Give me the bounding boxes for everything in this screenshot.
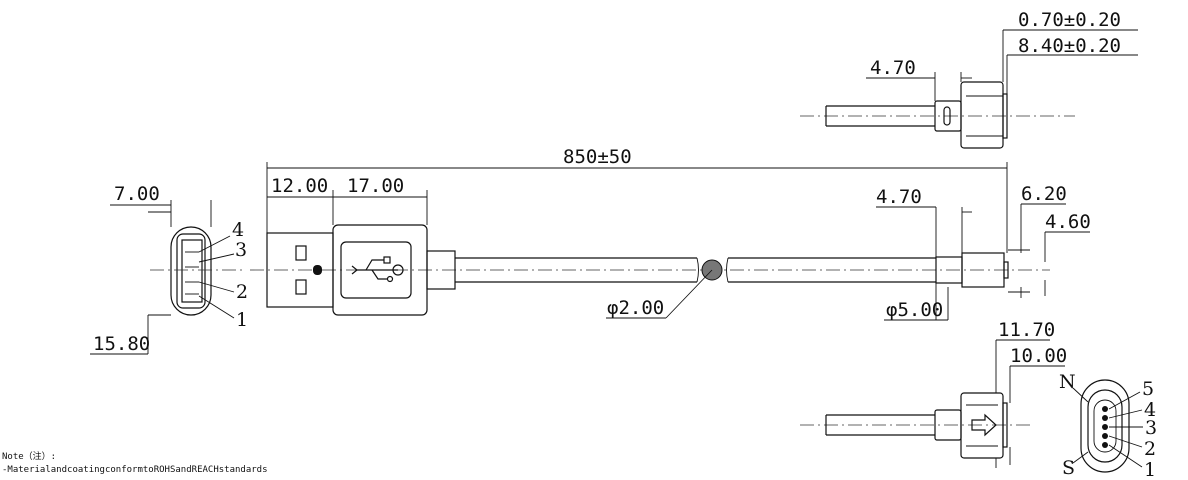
arrow-icon [971, 413, 997, 437]
notes: Note（注）: -MaterialandcoatingconformtoROH… [2, 450, 268, 475]
cable-side-view: 850±50 12.00 17.00 φ2.00 4.70 6.20 4.60 … [250, 146, 1091, 321]
dim-bottom-10-00: 10.00 [1010, 345, 1067, 367]
dim-plug-17-00: 17.00 [347, 175, 404, 197]
bottom-connector-view: 11.70 10.00 [800, 319, 1067, 468]
mag-pin-2: 2 [1144, 438, 1156, 460]
dim-front-7-00: 7.00 [114, 183, 160, 205]
dim-top-0-70: 0.70±0.20 [1018, 9, 1121, 31]
pole-s-label: S [1062, 457, 1075, 479]
mag-pin-3: 3 [1145, 417, 1157, 439]
mag-pin-4: 4 [1144, 399, 1156, 421]
usb-front-view: 4 3 2 1 7.00 15.80 [90, 183, 248, 355]
dim-right-4-60: 4.60 [1045, 211, 1091, 233]
note-line-1: -MaterialandcoatingconformtoROHSandREACH… [2, 465, 268, 475]
magnetic-face-view: 5 4 3 2 1 N S [1059, 371, 1157, 480]
usb-pin-1: 1 [236, 309, 248, 331]
dim-top-4-70: 4.70 [870, 57, 916, 79]
dim-right-4-70: 4.70 [876, 186, 922, 208]
dim-total-length: 850±50 [563, 146, 632, 168]
dim-plug-12-00: 12.00 [271, 175, 328, 197]
dim-cable-diameter: φ2.00 [607, 297, 664, 319]
dim-right-6-20: 6.20 [1021, 183, 1067, 205]
usb-pin-4: 4 [232, 219, 244, 241]
note-title: Note（注）: [2, 450, 56, 462]
usb-pin-3: 3 [235, 239, 247, 261]
pole-n-label: N [1059, 371, 1076, 393]
dim-front-15-80: 15.80 [93, 333, 150, 355]
top-connector-view: 4.70 0.70±0.20 8.40±0.20 [800, 9, 1138, 149]
mag-pin-1: 1 [1144, 459, 1156, 480]
dim-top-8-40: 8.40±0.20 [1018, 35, 1121, 57]
usb-trident-icon [351, 256, 404, 283]
mag-pin-5: 5 [1142, 378, 1154, 400]
usb-pin-2: 2 [236, 281, 248, 303]
dim-bottom-11-70: 11.70 [998, 319, 1055, 341]
dim-right-diameter: φ5.00 [886, 299, 943, 321]
